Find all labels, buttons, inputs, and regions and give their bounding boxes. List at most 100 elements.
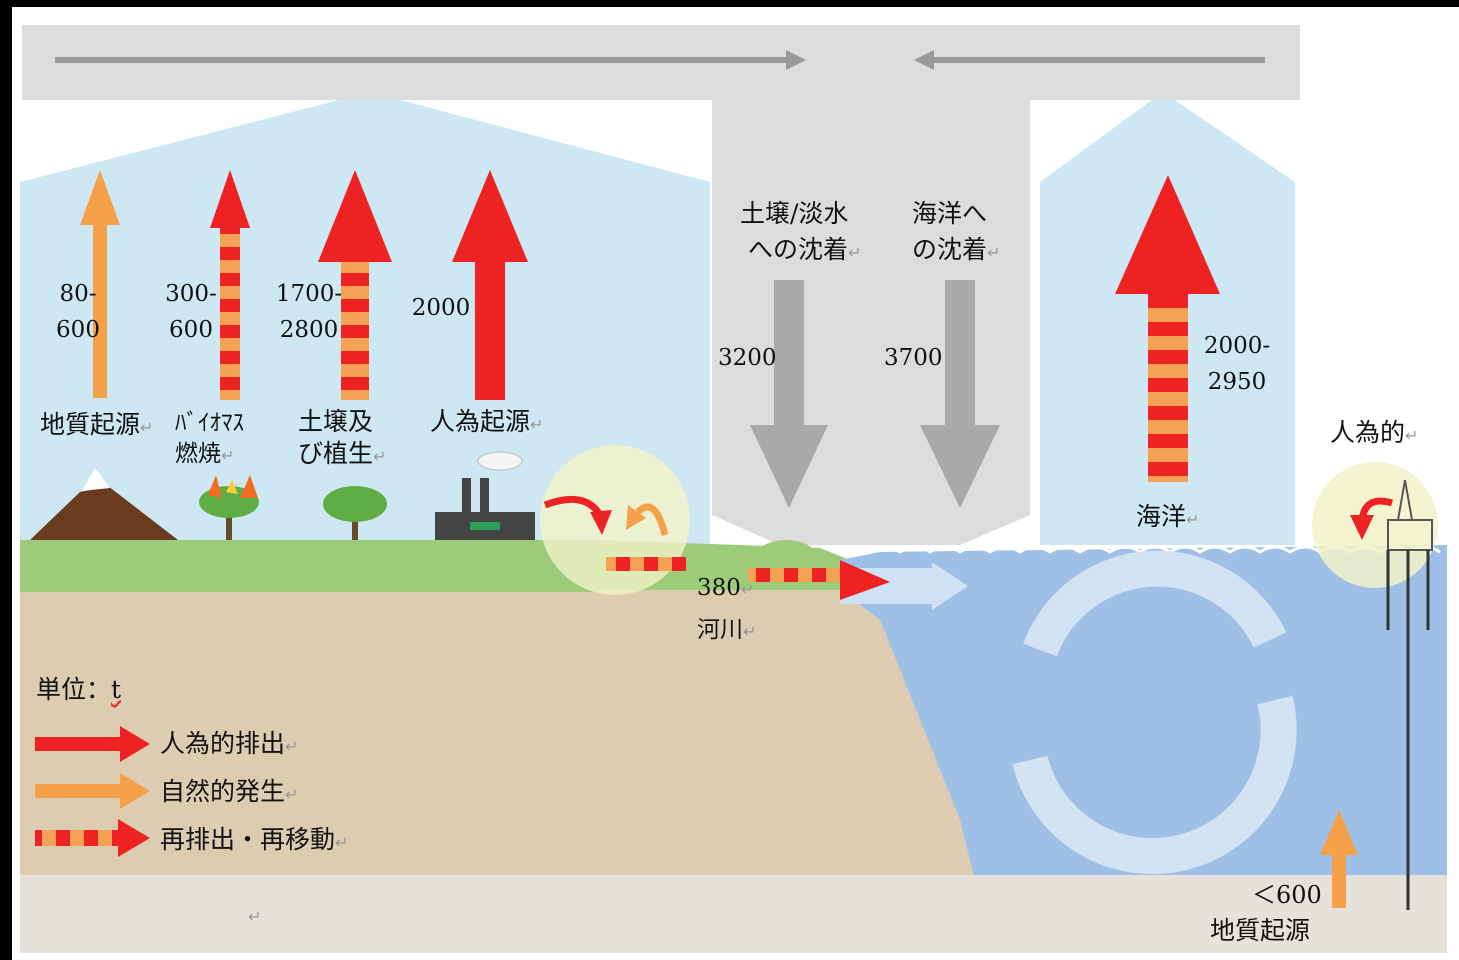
value-line: 300- [165, 281, 217, 307]
re-emission-curve-down-head [590, 510, 612, 535]
factory [435, 451, 535, 540]
legend-label-re-emission: 再排出・再移動↵ [160, 820, 348, 856]
source-geological: 地質起源↵ [40, 408, 153, 445]
re-emission-curve-down [543, 495, 603, 517]
legend-arrow-red [35, 726, 150, 762]
deposition-label: の沈着 [912, 235, 988, 264]
return-mark: ↵ [987, 243, 1001, 262]
unit-label-text: 単位： [36, 675, 112, 704]
source-label: ﾊﾞｲｵﾏｽ [175, 410, 244, 436]
soil-layer [20, 590, 975, 875]
legend-label-anthropogenic: 人為的排出↵ [160, 724, 298, 760]
source-label: 燃焼 [175, 441, 221, 467]
deposition-value-ocean: 3700 [884, 345, 943, 371]
re-emission-zone-land [540, 445, 690, 595]
burning-tree [199, 475, 259, 540]
emission-arrow-anthropogenic [452, 170, 528, 400]
source-biomass: ﾊﾞｲｵﾏｽ 燃焼↵ [175, 408, 244, 471]
return-mark: ↵ [285, 785, 299, 804]
legend-arrow-orange [35, 773, 150, 809]
legend-text: 人為的排出 [160, 729, 286, 758]
volcano [30, 486, 178, 540]
source-label: 海洋 [1136, 502, 1187, 531]
value-line: 2800 [279, 317, 339, 343]
ocean [840, 545, 1447, 880]
value-line: 2950 [1207, 369, 1267, 395]
source-soil-vegetation: 土壌及び植生↵ [298, 406, 386, 473]
return-mark: ↵ [373, 447, 387, 466]
re-emission-curve-up [635, 503, 669, 536]
anthropogenic-right-label: 人為的↵ [1330, 416, 1418, 453]
river-arrow-head [840, 560, 890, 600]
source-ocean: 海洋↵ [1136, 500, 1199, 537]
legend-arrow-dashed [35, 819, 150, 857]
return-mark: ↵ [740, 580, 755, 599]
river-arrow-b [748, 568, 843, 582]
deposition-label: 海洋へ [912, 199, 988, 228]
return-mark: ↵ [1405, 426, 1419, 445]
bottom-return-mark: ↵ [248, 907, 262, 926]
ocean-circulation-ring-lower [1012, 695, 1297, 875]
offshore-rig [1386, 479, 1433, 910]
source-label: 土壌及 [298, 407, 374, 436]
unit-label: 単位：t [36, 673, 121, 707]
source-label: 地質起源 [40, 410, 141, 439]
deposition-label: への沈着 [748, 235, 849, 264]
legend-label-natural: 自然的発生↵ [160, 772, 298, 808]
emission-arrow-geological [80, 170, 120, 398]
re-emission-zone-ocean [1312, 462, 1438, 588]
deposition-value-soil-freshwater: 3200 [718, 345, 777, 371]
source-label: び植生 [298, 439, 374, 468]
tree [323, 486, 387, 540]
source-anthropogenic: 人為起源↵ [430, 405, 543, 442]
source-label: 人為的 [1330, 418, 1406, 447]
value-line: 2000- [1203, 333, 1271, 359]
circulation-arrow-left-head [914, 50, 934, 70]
emission-arrow-biomass [210, 170, 250, 400]
deposition-label-soil-freshwater: 土壌/淡水への沈着↵ [740, 196, 861, 271]
bottom-band [20, 875, 1447, 953]
shore-hill [756, 540, 816, 572]
return-mark: ↵ [140, 418, 154, 437]
deposition-arrow-ocean [920, 280, 1000, 508]
value-soil-vegetation: 1700- 2800 [272, 276, 346, 348]
river-name: 河川 [697, 617, 743, 643]
source-label: 人為起源 [430, 407, 531, 436]
return-mark: ↵ [743, 622, 757, 641]
river-value: 380 [697, 575, 741, 601]
deposition-column [712, 100, 1030, 545]
legend-text: 自然的発生 [160, 777, 286, 806]
seafloor-label: 地質起源 [1210, 916, 1311, 945]
value-line: 2000 [411, 295, 471, 321]
circulation-arrow-right-head [786, 50, 806, 70]
return-mark: ↵ [335, 833, 349, 852]
value-geological: 80-600 [52, 276, 104, 348]
value-line: 1700- [275, 281, 343, 307]
seafloor-value: ＜600 [1252, 881, 1322, 909]
land-surface [20, 540, 600, 592]
value-line: 80- [59, 281, 97, 307]
emission-arrow-ocean [1115, 175, 1220, 482]
river-arrow-a [606, 557, 686, 571]
deposition-arrow-soil-freshwater [750, 280, 828, 508]
river-flow-band-head [932, 562, 968, 610]
return-mark: ↵ [221, 446, 235, 465]
emission-arrow-soil-vegetation [318, 170, 392, 400]
unit-value: t [111, 675, 122, 704]
return-mark: ↵ [285, 737, 299, 756]
seafloor-geological-arrow [1320, 810, 1358, 908]
deposition-label-ocean: 海洋への沈着↵ [912, 196, 1000, 271]
value-ocean: 2000- 2950 [1200, 328, 1274, 400]
return-mark: ↵ [530, 415, 544, 434]
river-label: 380↵河川↵ [697, 568, 756, 652]
value-biomass: 300-600 [160, 276, 222, 348]
ocean-circulation-ring [1023, 550, 1287, 657]
re-emission-curve-up-head [626, 505, 646, 530]
return-mark: ↵ [848, 243, 862, 262]
return-mark: ↵ [1186, 510, 1200, 529]
anthropogenic-ocean-curve-head [1350, 515, 1374, 540]
deposition-label: 土壌/淡水 [740, 199, 849, 228]
value-line: 600 [56, 317, 100, 343]
